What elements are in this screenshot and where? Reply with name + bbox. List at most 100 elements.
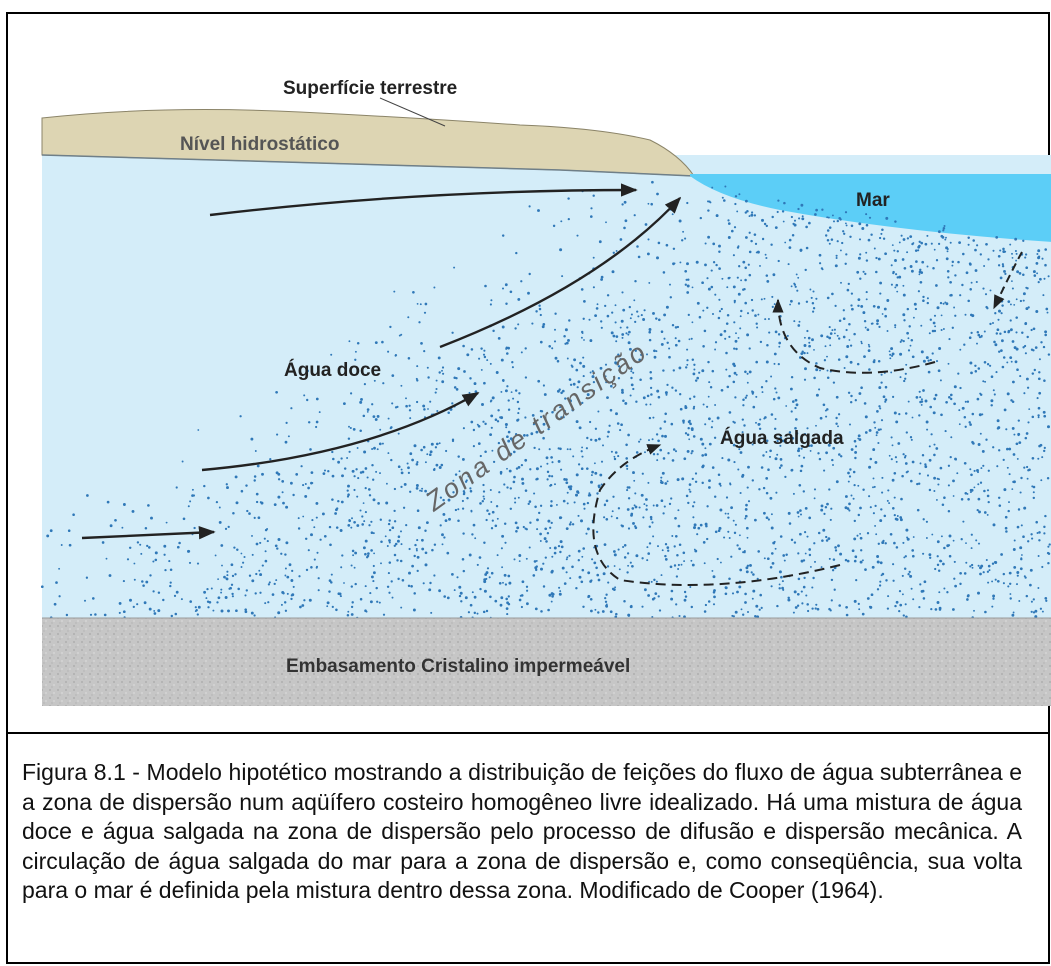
salt-dot — [153, 612, 157, 615]
salt-dot — [680, 563, 683, 566]
salt-dot — [473, 595, 477, 599]
salt-dot — [691, 358, 695, 361]
salt-dot — [548, 593, 552, 597]
salt-dot — [528, 500, 532, 503]
salt-dot — [435, 379, 438, 382]
salt-dot — [580, 336, 583, 339]
salt-dot — [732, 420, 735, 423]
salt-dot — [438, 371, 441, 374]
salt-dot — [750, 213, 754, 217]
salt-dot — [408, 409, 412, 412]
salt-dot — [750, 571, 753, 574]
salt-dot — [153, 609, 156, 612]
salt-dot — [391, 526, 395, 530]
salt-dot — [394, 542, 398, 546]
salt-dot — [623, 599, 626, 603]
salt-dot — [687, 420, 691, 424]
salt-dot — [261, 564, 264, 567]
salt-dot — [187, 505, 190, 508]
salt-dot — [539, 504, 543, 507]
salt-dot — [681, 239, 684, 242]
salt-dot — [441, 369, 443, 372]
salt-dot — [970, 533, 973, 536]
salt-dot — [707, 209, 710, 212]
salt-dot — [674, 516, 677, 520]
salt-dot — [594, 608, 597, 611]
salt-dot — [693, 363, 696, 366]
salt-dot — [892, 395, 895, 398]
salt-dot — [1025, 594, 1029, 598]
salt-dot — [960, 538, 963, 541]
salt-dot — [561, 275, 564, 278]
salt-dot — [774, 457, 778, 461]
salt-dot — [506, 486, 509, 489]
salt-dot — [661, 434, 664, 438]
salt-dot — [416, 509, 420, 512]
salt-dot — [736, 210, 739, 213]
salt-dot — [892, 270, 895, 274]
salt-dot — [603, 543, 607, 546]
salt-dot — [486, 567, 490, 570]
salt-dot — [619, 238, 623, 241]
salt-dot — [937, 483, 940, 486]
salt-dot — [425, 521, 429, 525]
salt-dot — [790, 215, 794, 219]
salt-dot — [596, 303, 599, 306]
salt-dot — [717, 473, 721, 476]
salt-dot — [553, 340, 557, 343]
salt-dot — [765, 256, 768, 260]
salt-dot — [393, 509, 396, 513]
salt-dot — [605, 603, 608, 606]
salt-dot — [990, 404, 993, 407]
salt-dot — [424, 551, 428, 555]
salt-dot — [451, 402, 454, 405]
salt-dot — [303, 599, 306, 602]
salt-dot — [867, 238, 871, 242]
salt-dot — [1007, 509, 1010, 513]
salt-dot — [266, 540, 269, 543]
salt-dot — [515, 251, 518, 255]
salt-dot — [589, 597, 593, 601]
salt-dot — [469, 377, 472, 380]
salt-dot — [985, 305, 988, 309]
salt-dot — [495, 505, 499, 508]
salt-dot — [907, 400, 910, 403]
salt-dot — [1027, 540, 1030, 543]
salt-dot — [479, 502, 482, 505]
salt-dot — [1019, 567, 1023, 571]
salt-dot — [978, 510, 981, 514]
salt-dot — [500, 390, 503, 393]
salt-dot — [617, 548, 620, 551]
salt-dot — [893, 496, 896, 499]
salt-dot — [470, 348, 474, 351]
salt-dot — [662, 271, 666, 274]
salt-dot — [675, 603, 678, 606]
salt-dot — [702, 345, 705, 348]
salt-dot — [461, 558, 465, 561]
salt-dot — [169, 568, 173, 572]
salt-dot — [674, 343, 678, 347]
salt-dot — [673, 564, 677, 567]
salt-dot — [929, 556, 932, 559]
salt-dot — [455, 388, 459, 391]
salt-dot — [738, 547, 741, 551]
salt-dot — [482, 610, 486, 614]
salt-dot — [918, 270, 922, 274]
salt-dot — [976, 397, 980, 401]
salt-dot — [275, 579, 278, 582]
salt-dot — [388, 539, 391, 542]
salt-dot — [277, 611, 281, 615]
salt-dot — [234, 573, 237, 576]
salt-dot — [517, 496, 520, 499]
salt-dot — [857, 298, 861, 301]
salt-dot — [684, 283, 687, 286]
salt-dot — [696, 533, 699, 536]
salt-dot — [162, 598, 165, 602]
salt-dot — [551, 461, 554, 464]
salt-dot — [285, 541, 289, 545]
salt-dot — [752, 589, 756, 593]
salt-dot — [884, 400, 887, 403]
salt-dot — [368, 494, 372, 497]
salt-dot — [374, 418, 378, 421]
salt-dot — [304, 494, 308, 498]
